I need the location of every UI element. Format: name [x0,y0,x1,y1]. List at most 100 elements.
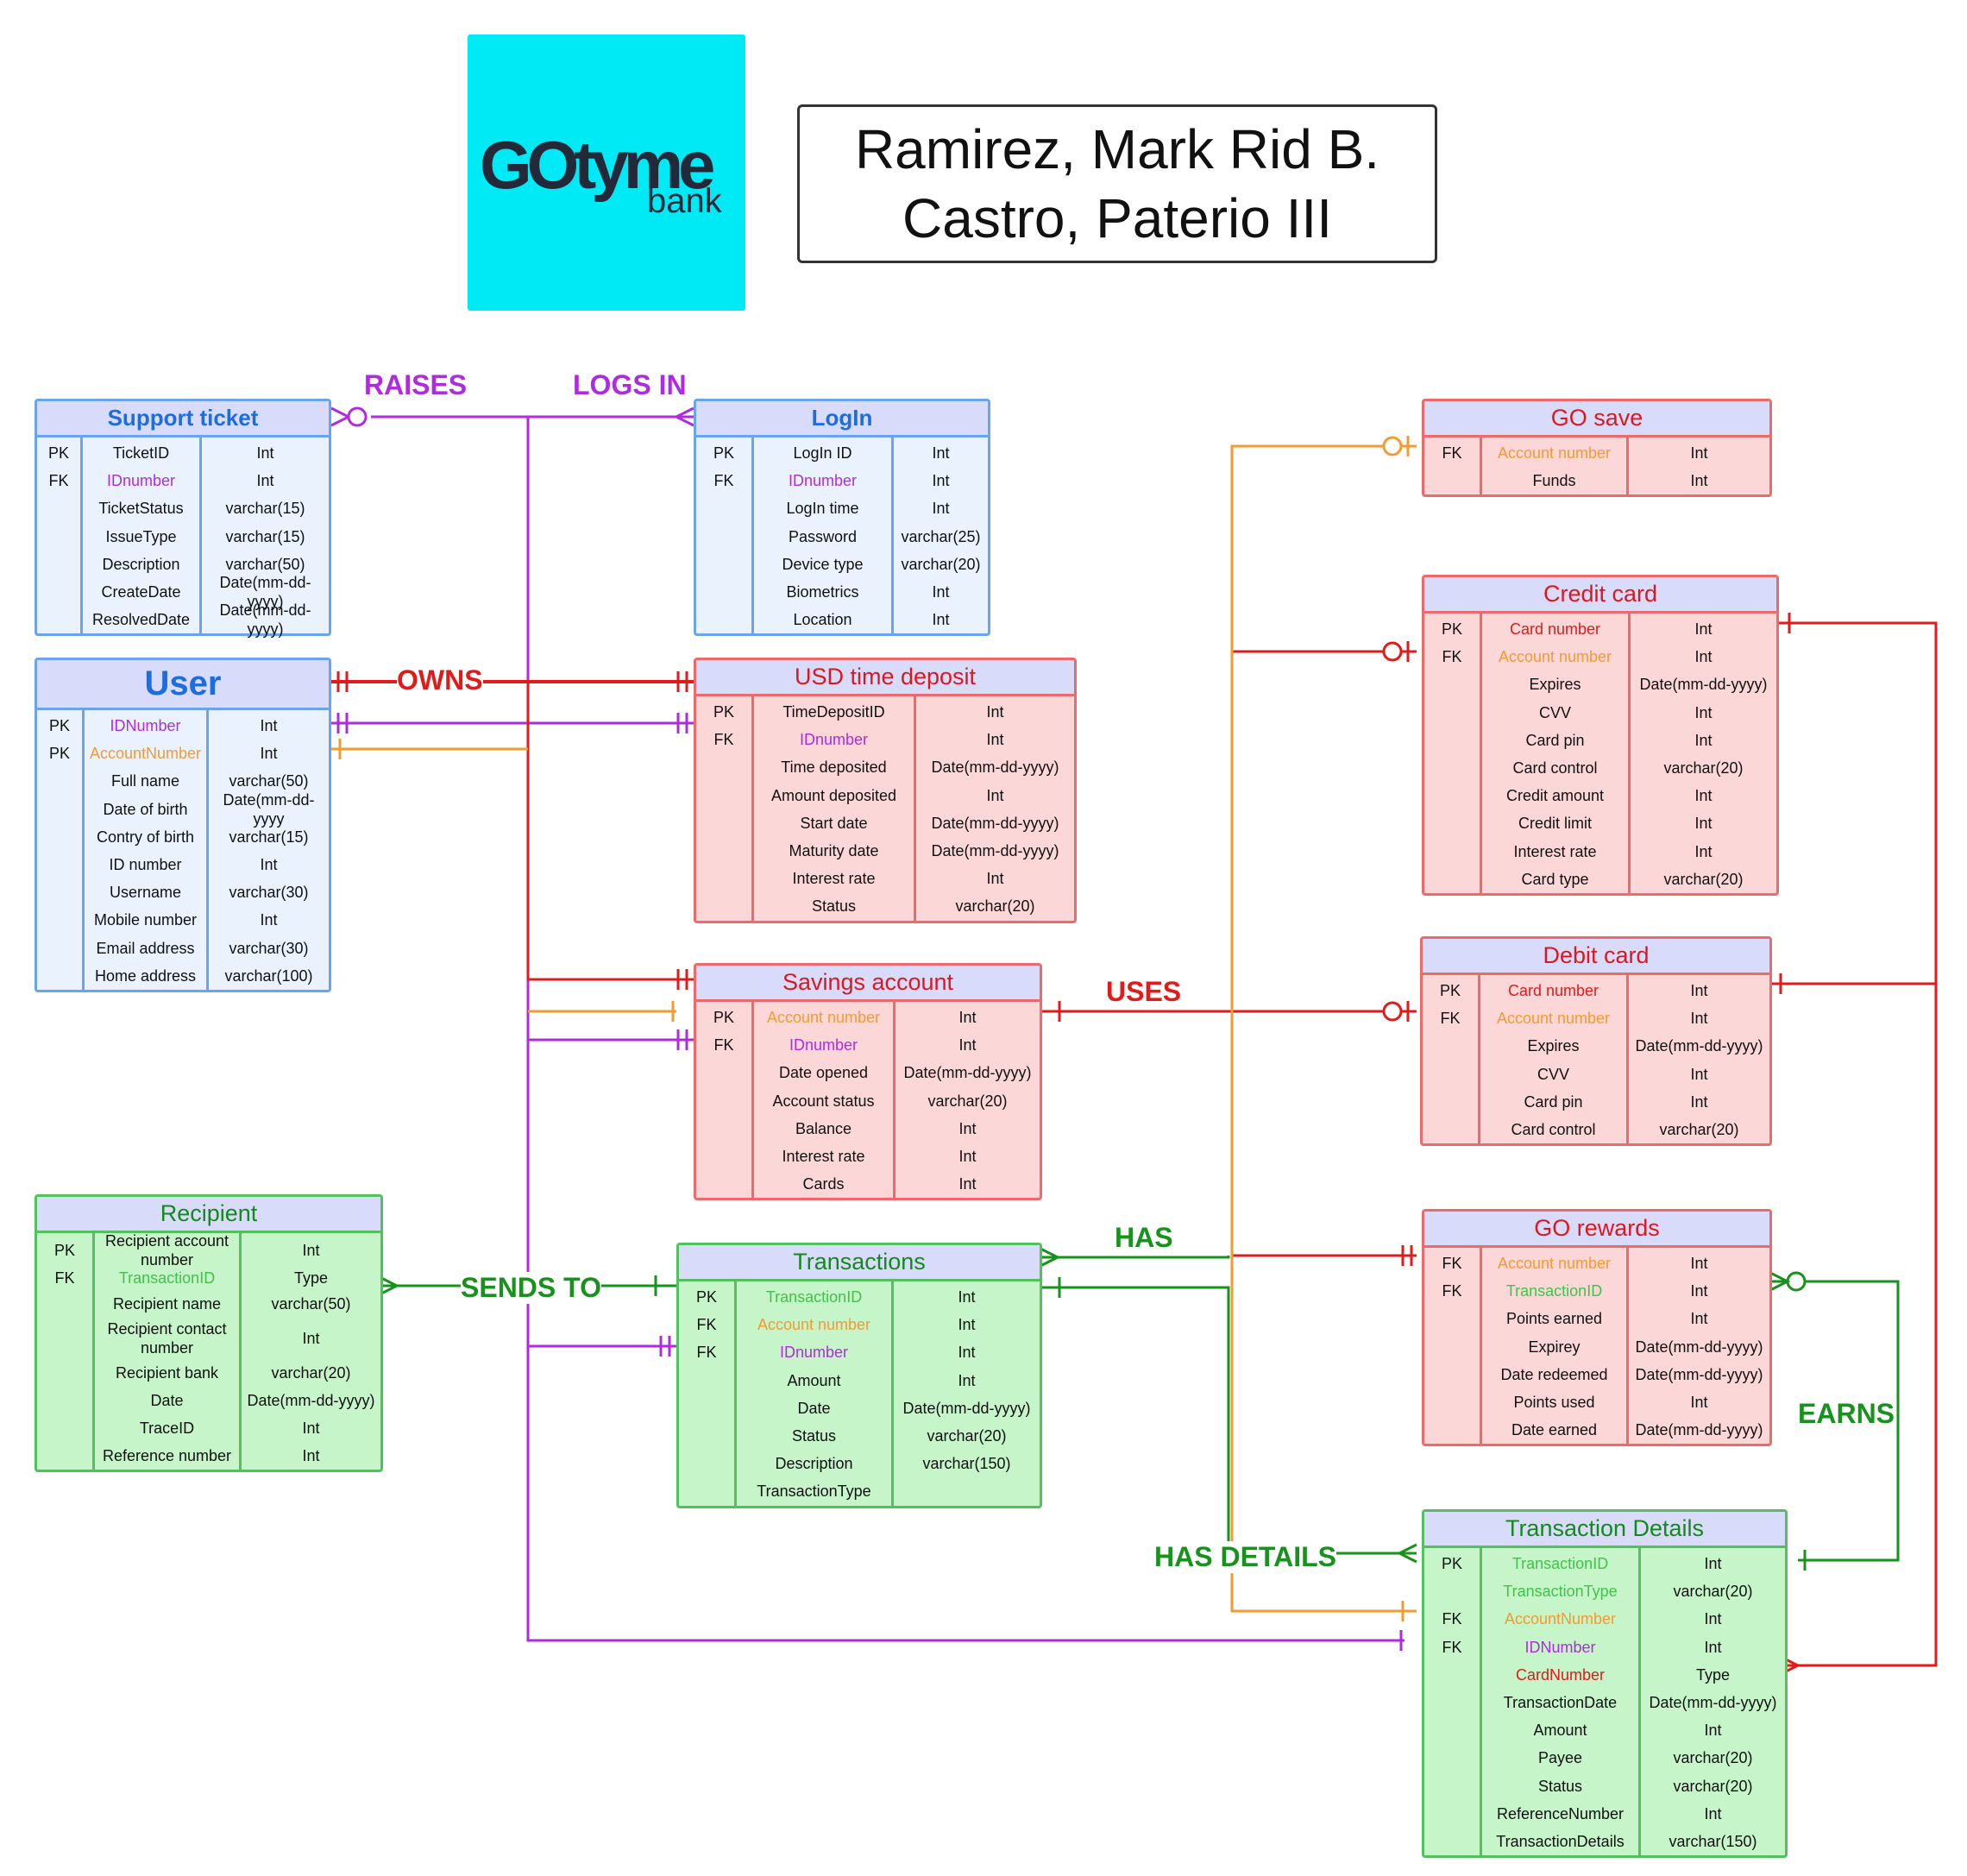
attribute-name: Description [102,555,180,573]
orange-connectors [331,436,1417,1621]
attribute-type: varchar(20) [1663,759,1744,777]
attribute-key [37,1442,92,1470]
attribute-name: Amount [787,1371,841,1389]
attribute-key [1424,809,1480,837]
column-divider [734,1281,737,1506]
attribute-type: Int [1690,1065,1708,1083]
attribute-type: Int [958,1316,976,1334]
attribute-name: Amount deposited [770,786,897,804]
attribute-key [696,753,751,781]
attribute-name: LogIn ID [793,444,852,463]
attribute-name: TransactionID [1511,1555,1609,1573]
attribute-name: Card pin [1524,1092,1583,1111]
attribute-type: Int [958,1036,977,1054]
attribute-name: TransactionID [118,1269,216,1287]
attribute-name: CardNumber [1515,1665,1606,1684]
attribute-type: Int [958,1288,976,1306]
attribute-name: TransactionDate [1503,1694,1618,1712]
author-name-1: Ramirez, Mark Rid B. [854,118,1380,180]
entity-title: Recipient [37,1197,380,1233]
attribute-name: Password [788,527,858,545]
column-divider [1480,438,1482,495]
attribute-type: varchar(20) [1673,1583,1753,1601]
attribute-key [696,494,751,522]
attribute-type: Date(mm-dd-yyyy) [1635,1365,1763,1383]
attribute-type: Int [958,1344,976,1362]
entity-title: LogIn [696,401,988,438]
attribute-key [696,1059,751,1086]
attribute-key: FK [1442,648,1462,666]
attribute-name: Device type [782,555,864,573]
attribute-name: Account number [1497,1255,1612,1273]
attribute-name: Interest rate [1513,842,1597,860]
attribute-type: Int [1704,1804,1722,1822]
attribute-type: Int [1694,620,1712,639]
attribute-name: Expires [1527,1037,1580,1055]
attribute-name: TraceID [139,1420,195,1437]
column-divider [1626,975,1629,1144]
attribute-type: varchar(30) [229,884,309,902]
attribute-name: CVV [1538,703,1571,721]
attribute-key: FK [696,1316,717,1334]
attribute-type: Int [1694,842,1712,860]
attribute-name: Card type [1521,870,1589,888]
attribute-name: IssueType [105,527,177,545]
attribute-key [37,851,82,878]
attribute-name: TicketID [112,444,170,463]
attribute-type: varchar(20) [901,555,981,573]
entity-title: User [37,660,329,710]
attribute-key [679,1450,734,1477]
gotyme-bank-logo: GOtyme bank [468,35,745,311]
attribute-key [696,809,751,837]
attribute-type: Int [1690,444,1708,463]
attribute-type: Date(mm-dd-yyyy) [219,601,311,639]
entity-title: GO rewards [1424,1212,1769,1248]
column-divider [1628,614,1631,893]
attribute-name: Mobile number [93,911,198,929]
attribute-type: Date(mm-dd-yyyy) [931,842,1059,860]
entity-title: Transactions [679,1245,1040,1281]
entity-title: Savings account [696,966,1040,1002]
attribute-type: Int [1704,1722,1722,1740]
attribute-key [37,551,80,578]
attribute-key [696,1143,751,1170]
attribute-key [679,1477,734,1505]
attribute-name: Card number [1509,620,1601,639]
attribute-key [696,578,751,606]
attribute-key: FK [713,472,734,490]
attribute-key: PK [1439,982,1461,1000]
attribute-type: Int [986,703,1004,721]
attribute-key: PK [48,717,70,735]
attribute-key [37,906,82,934]
attribute-key [696,892,751,920]
attribute-type: Date(mm-dd-yyyy) [903,1064,1032,1082]
attribute-type: Int [260,911,278,929]
attribute-type: Int [958,1148,977,1166]
column-divider [891,438,894,634]
column-divider [92,1233,95,1470]
attribute-key [1424,1361,1480,1388]
attribute-name: Card control [1511,1121,1596,1139]
attribute-type: Int [986,786,1004,804]
